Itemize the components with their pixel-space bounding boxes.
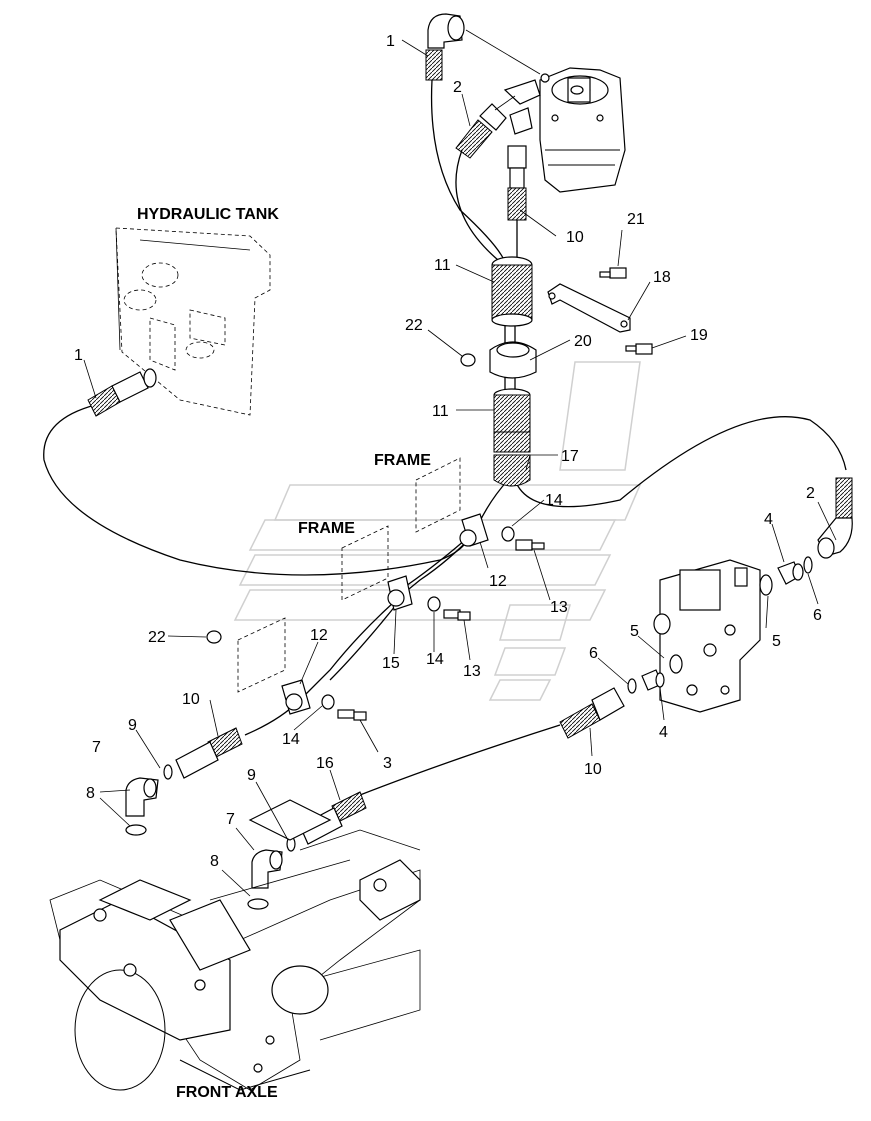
callout-14-upper: 14 <box>545 492 563 509</box>
callout-21: 21 <box>627 211 645 228</box>
callout-22-upper: 22 <box>405 317 423 334</box>
front-axle <box>49 799 421 1091</box>
callout-11-lower: 11 <box>432 403 449 420</box>
frame-plate-lower <box>341 525 389 601</box>
hose-fitting-2-top <box>455 95 516 159</box>
callout-5-lower: 5 <box>630 623 639 640</box>
elbow-7-right <box>251 849 283 889</box>
callout-7-left: 7 <box>92 739 101 756</box>
callout-1-top: 1 <box>386 33 395 50</box>
elbow-fitting-1-top <box>425 13 541 81</box>
hydraulic-tank-title: HYDRAULIC TANK <box>137 206 279 223</box>
oring-6-lower <box>627 678 637 694</box>
steering-unit <box>503 67 626 193</box>
callout-14-middle: 14 <box>426 651 444 668</box>
nut-22-upper <box>460 353 476 367</box>
bolt-13-middle <box>443 609 471 621</box>
callout-10-left: 10 <box>182 691 200 708</box>
callout-10-right: 10 <box>584 761 602 778</box>
callout-4-upper: 4 <box>764 511 773 528</box>
leader-lines <box>83 39 837 897</box>
callout-20: 20 <box>574 333 592 350</box>
callout-9-left: 9 <box>128 717 137 734</box>
callout-6-upper: 6 <box>813 607 822 624</box>
callout-7-right: 7 <box>226 811 235 828</box>
front-axle-title: FRONT AXLE <box>176 1084 278 1101</box>
clamp-12-upper <box>459 513 489 547</box>
callout-5-upper: 5 <box>772 633 781 650</box>
callout-13-middle: 13 <box>463 663 481 680</box>
fitting-4-upper <box>777 561 804 585</box>
callouts: 1 2 10 21 11 18 22 20 19 1 11 17 2 14 4 … <box>74 33 822 870</box>
hose-10-right <box>559 687 625 739</box>
oring-8-right <box>247 898 269 910</box>
bolt-21 <box>599 267 627 279</box>
clamp-15 <box>387 575 413 611</box>
callout-17: 17 <box>561 448 579 465</box>
callout-1-tank: 1 <box>74 347 83 364</box>
callout-16: 16 <box>316 755 334 772</box>
callout-8-left: 8 <box>86 785 95 802</box>
sleeve-11-upper <box>491 256 533 327</box>
callout-11-upper: 11 <box>434 257 451 274</box>
oring-6-upper <box>803 556 813 574</box>
control-valve <box>653 559 761 713</box>
frame-plate-upper <box>415 457 461 533</box>
callout-12-lower: 12 <box>310 627 328 644</box>
callout-10-top: 10 <box>566 229 584 246</box>
hose-fitting-2-right <box>817 477 853 559</box>
nut-22-lower <box>206 630 222 644</box>
hose-10-left <box>175 727 243 779</box>
washer-14-lower <box>321 694 335 710</box>
frame-plate-bottom <box>237 617 286 693</box>
hose-16 <box>299 791 367 845</box>
callout-2-right: 2 <box>806 485 815 502</box>
frame-lower-title: FRAME <box>298 520 355 537</box>
callout-13-upper: 13 <box>550 599 568 616</box>
callout-4-lower: 4 <box>659 724 668 741</box>
callout-2-top: 2 <box>453 79 462 96</box>
hose-lines <box>43 79 847 796</box>
elbow-7-left <box>125 777 159 817</box>
washer-14-upper <box>501 526 515 542</box>
callout-9-right: 9 <box>247 767 256 784</box>
callout-6-lower: 6 <box>589 645 598 662</box>
callout-18: 18 <box>653 269 671 286</box>
hose-fitting-1-tank <box>87 368 157 417</box>
oring-8-left <box>125 824 147 836</box>
clamp-12-lower <box>281 679 311 715</box>
hydraulic-tank <box>115 227 271 416</box>
bolt-13-upper <box>515 539 545 551</box>
fitting-4-lower <box>641 669 665 691</box>
sleeve-11-lower <box>493 388 531 487</box>
watermark-logo <box>233 361 642 701</box>
callout-22-lower: 22 <box>148 629 166 646</box>
callout-15: 15 <box>382 655 400 672</box>
hose-10-top <box>507 145 527 221</box>
clamp-20 <box>489 341 537 379</box>
washer-14-middle <box>427 596 441 612</box>
callout-14-lower: 14 <box>282 731 300 748</box>
oring-9-left <box>163 764 173 780</box>
bolt-19 <box>625 343 653 355</box>
bracket-18 <box>547 283 631 333</box>
callout-12-upper: 12 <box>489 573 507 590</box>
callout-3: 3 <box>383 755 392 772</box>
bolt-3 <box>337 709 367 721</box>
callout-19: 19 <box>690 327 708 344</box>
oring-5-lower <box>669 654 683 674</box>
callout-8-right: 8 <box>210 853 219 870</box>
oring-5-upper <box>759 574 773 596</box>
frame-upper-title: FRAME <box>374 452 431 469</box>
